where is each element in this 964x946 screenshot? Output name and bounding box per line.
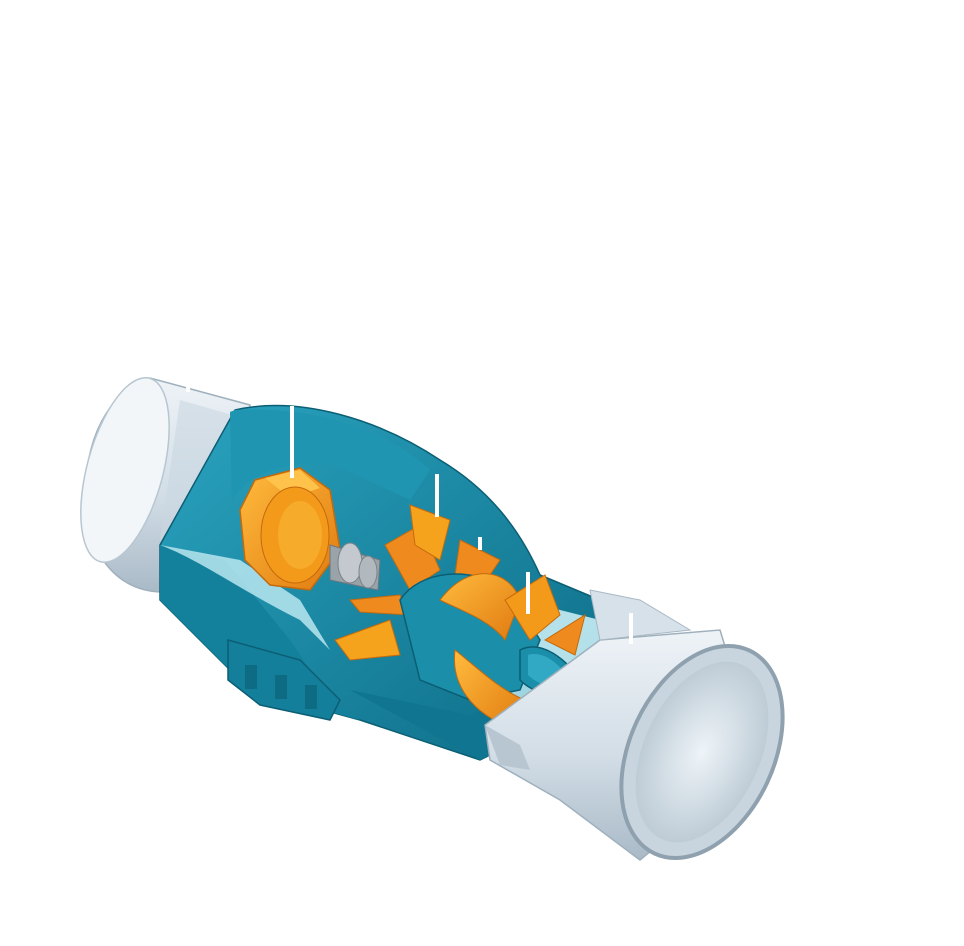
support-pier <box>227 639 341 721</box>
generator <box>239 467 341 591</box>
wicket-gate <box>334 504 501 661</box>
leader-lines <box>186 377 633 644</box>
main-shaft <box>329 542 381 591</box>
draft-tube <box>484 589 785 861</box>
